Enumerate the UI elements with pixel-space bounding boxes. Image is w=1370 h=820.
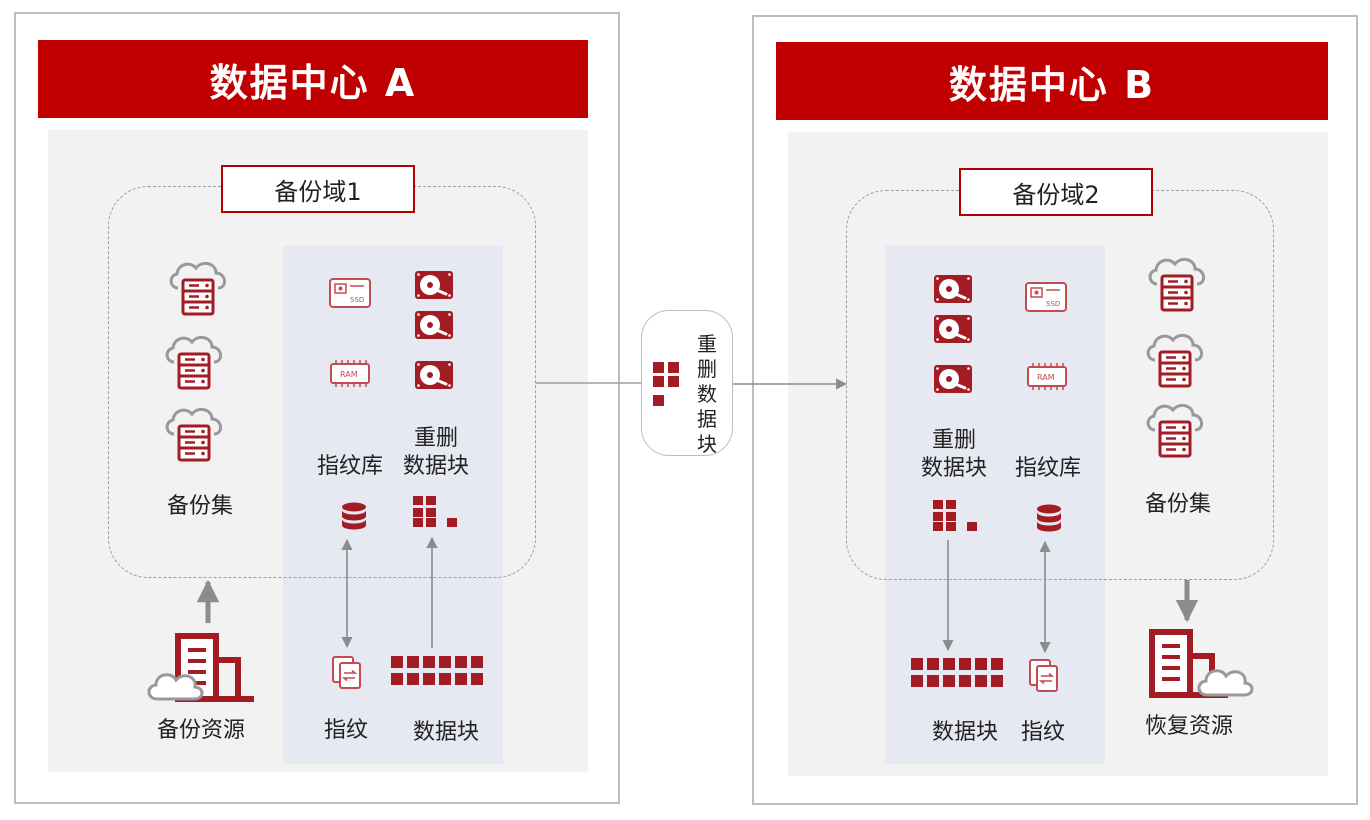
dedup-blocks-label-a-line2: 数据块 <box>402 454 469 479</box>
datacenter-a-title: 数据中心 A <box>38 40 588 118</box>
fingerprint-db-label-a: 指纹库 <box>316 454 383 479</box>
data-block-grid-icon <box>391 656 483 685</box>
fingerprint-label-a: 指纹 <box>323 718 368 743</box>
data-blocks-label-a: 数据块 <box>412 720 479 745</box>
transfer-char: 数 <box>697 382 717 406</box>
backup-set-label-b: 备份集 <box>1144 492 1211 517</box>
block-grid-icon <box>933 500 977 531</box>
dedup-blocks-label-b-line2: 数据块 <box>920 456 987 481</box>
transfer-char: 块 <box>697 432 717 456</box>
data-blocks-label-b: 数据块 <box>931 720 998 745</box>
backup-source-label: 备份资源 <box>156 718 245 743</box>
block-grid-icon <box>653 362 679 406</box>
fingerprint-label-b: 指纹 <box>1020 720 1065 745</box>
transfer-label: 重 删 数 据 块 <box>692 332 722 457</box>
domain-label-a: 备份域1 <box>221 165 415 213</box>
backup-set-label-a: 备份集 <box>166 494 233 519</box>
domain-label-b: 备份域2 <box>959 168 1153 216</box>
fingerprint-db-label-b: 指纹库 <box>1014 456 1081 481</box>
transfer-char: 删 <box>697 357 717 381</box>
dedup-blocks-label-a-line1: 重删 <box>413 426 458 451</box>
dedup-blocks-label-b-line1: 重删 <box>931 428 976 453</box>
data-block-grid-icon <box>911 658 1003 687</box>
transfer-char: 据 <box>697 407 717 431</box>
transfer-char: 重 <box>697 332 717 356</box>
datacenter-b-title: 数据中心 B <box>776 42 1328 120</box>
block-grid-icon <box>413 496 457 527</box>
restore-source-label: 恢复资源 <box>1144 714 1233 739</box>
